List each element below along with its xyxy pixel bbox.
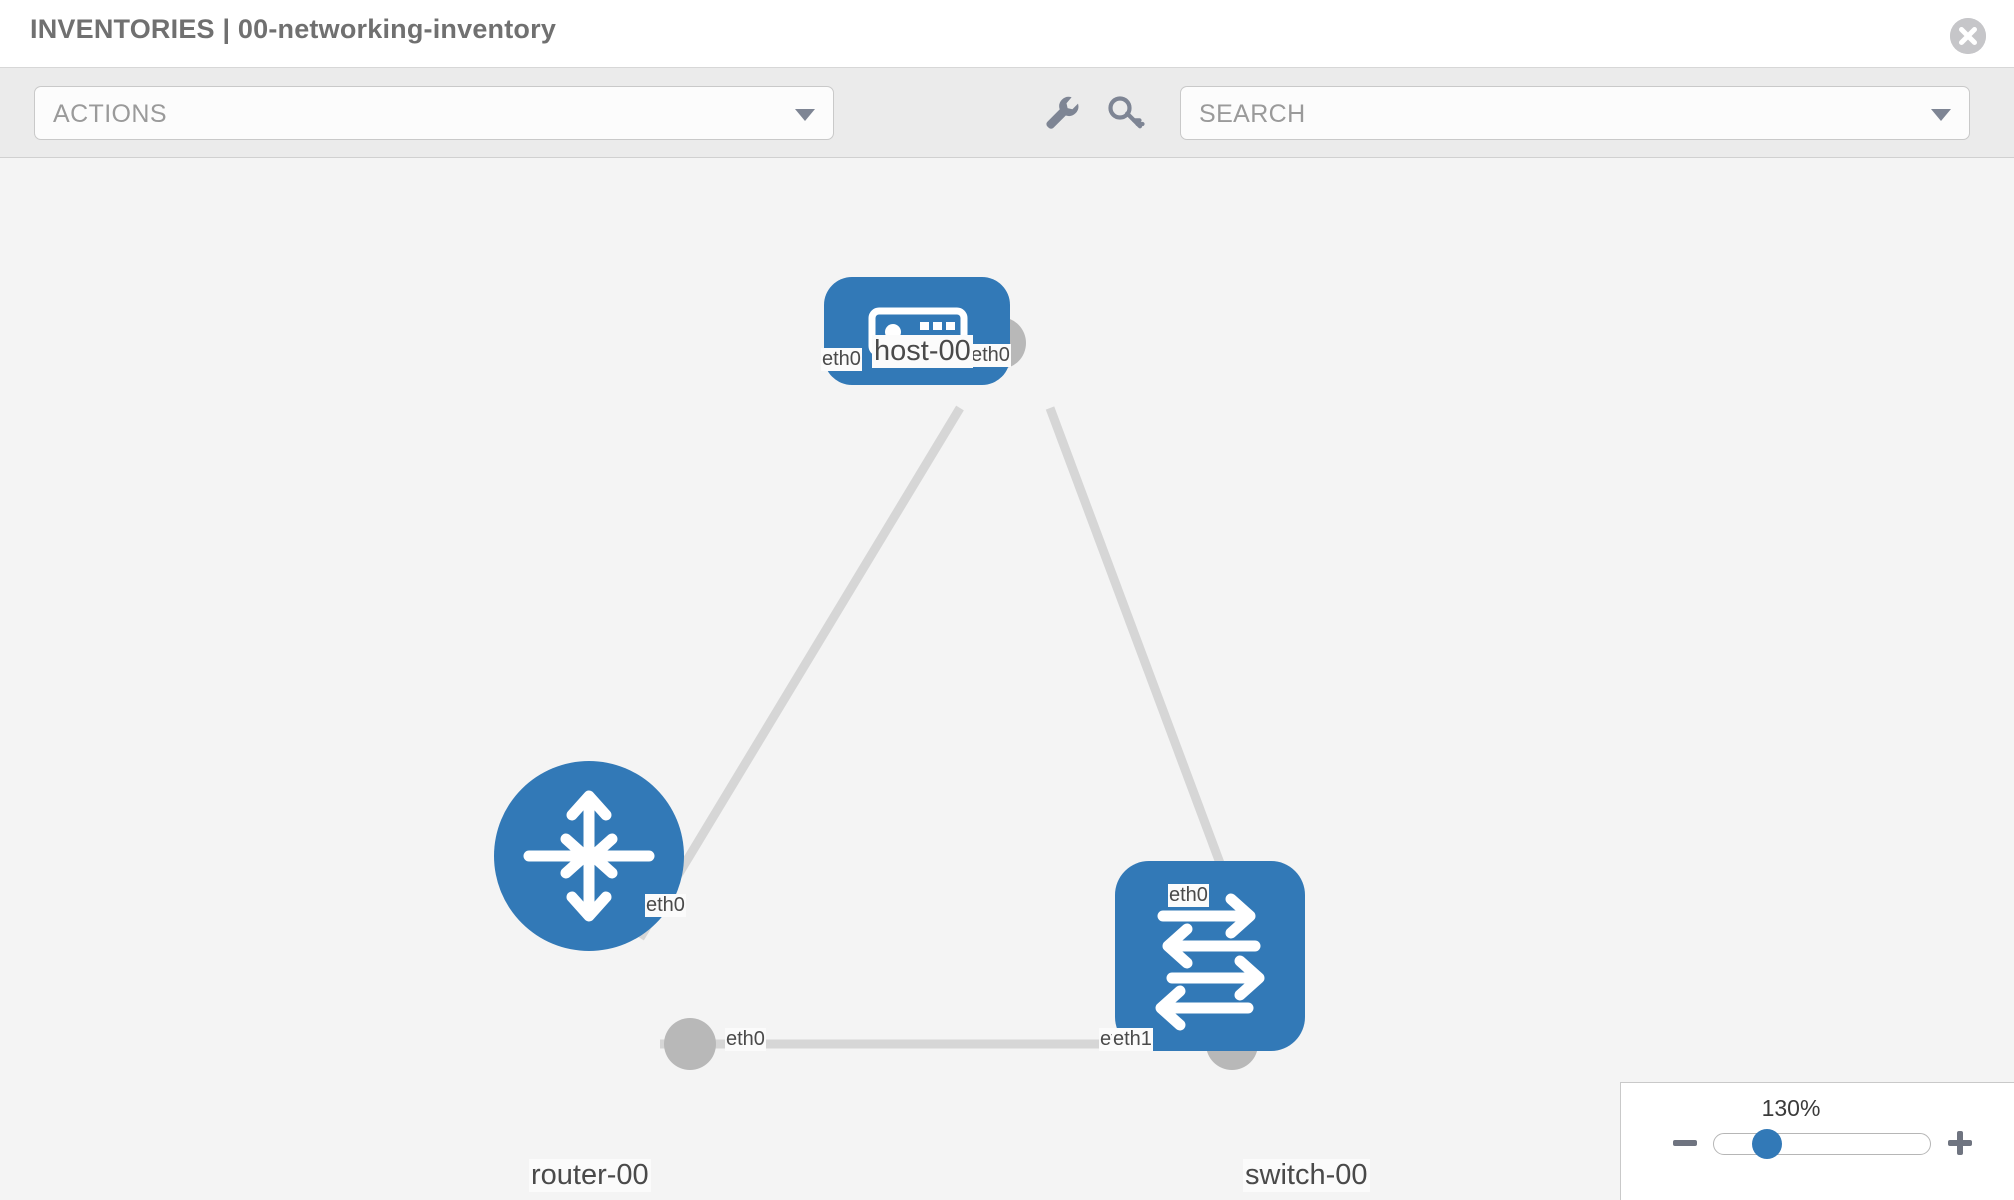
topology-canvas[interactable]: eth0 eth0 host-00 eth0 eth0 eth0 eth0 et… bbox=[0, 158, 2014, 1200]
iface-label-router00-eth0: eth0 bbox=[725, 1028, 766, 1051]
node-label-switch-00: switch-00 bbox=[1243, 1159, 1370, 1193]
search-input-text: SEARCH bbox=[1199, 100, 1306, 128]
minus-icon[interactable] bbox=[1671, 1129, 1699, 1157]
zoom-slider[interactable] bbox=[1713, 1133, 1931, 1155]
chevron-down-icon[interactable] bbox=[1931, 109, 1951, 121]
search-input[interactable]: SEARCH bbox=[1180, 86, 1970, 140]
iface-label-switch00-uplink-eth0: eth0 bbox=[1168, 884, 1209, 907]
plus-icon[interactable] bbox=[1946, 1129, 1974, 1157]
node-router-00[interactable] bbox=[494, 761, 684, 951]
toolbar: ACTIONS SEARCH bbox=[0, 68, 2014, 158]
node-switch-00[interactable] bbox=[1115, 861, 1305, 1051]
iface-label-host00-eth0-left: eth0 bbox=[821, 348, 862, 371]
chevron-down-icon bbox=[795, 109, 815, 121]
page-title: INVENTORIES | 00-networking-inventory bbox=[30, 14, 557, 44]
actions-dropdown[interactable]: ACTIONS bbox=[34, 86, 834, 140]
zoom-level-label: 130% bbox=[1761, 1095, 1821, 1121]
topology-graph bbox=[494, 277, 1305, 1070]
link-host00-switch00[interactable] bbox=[1045, 406, 1253, 940]
router-arrows-icon bbox=[523, 790, 655, 922]
actions-dropdown-label: ACTIONS bbox=[53, 100, 167, 128]
iface-label-host00-eth0-right: eth0 bbox=[970, 344, 1011, 367]
zoom-control-panel: 130% bbox=[1620, 1082, 2014, 1200]
switch-arrows-icon bbox=[1155, 893, 1265, 1031]
wrench-icon[interactable] bbox=[1038, 88, 1086, 136]
node-label-host-00: host-00 bbox=[872, 335, 973, 369]
node-label-router-00: router-00 bbox=[529, 1159, 651, 1193]
zoom-slider-handle[interactable] bbox=[1752, 1129, 1782, 1159]
connector-router00-eth0[interactable] bbox=[664, 1018, 716, 1070]
link-host00-router00[interactable] bbox=[636, 405, 964, 941]
close-icon[interactable] bbox=[1950, 18, 1986, 54]
iface-label-switch00-eth1: eth1 bbox=[1112, 1028, 1153, 1051]
key-icon[interactable] bbox=[1102, 88, 1150, 136]
page-header: INVENTORIES | 00-networking-inventory bbox=[0, 0, 2014, 68]
iface-label-router00-uplink-eth0: eth0 bbox=[645, 894, 686, 917]
